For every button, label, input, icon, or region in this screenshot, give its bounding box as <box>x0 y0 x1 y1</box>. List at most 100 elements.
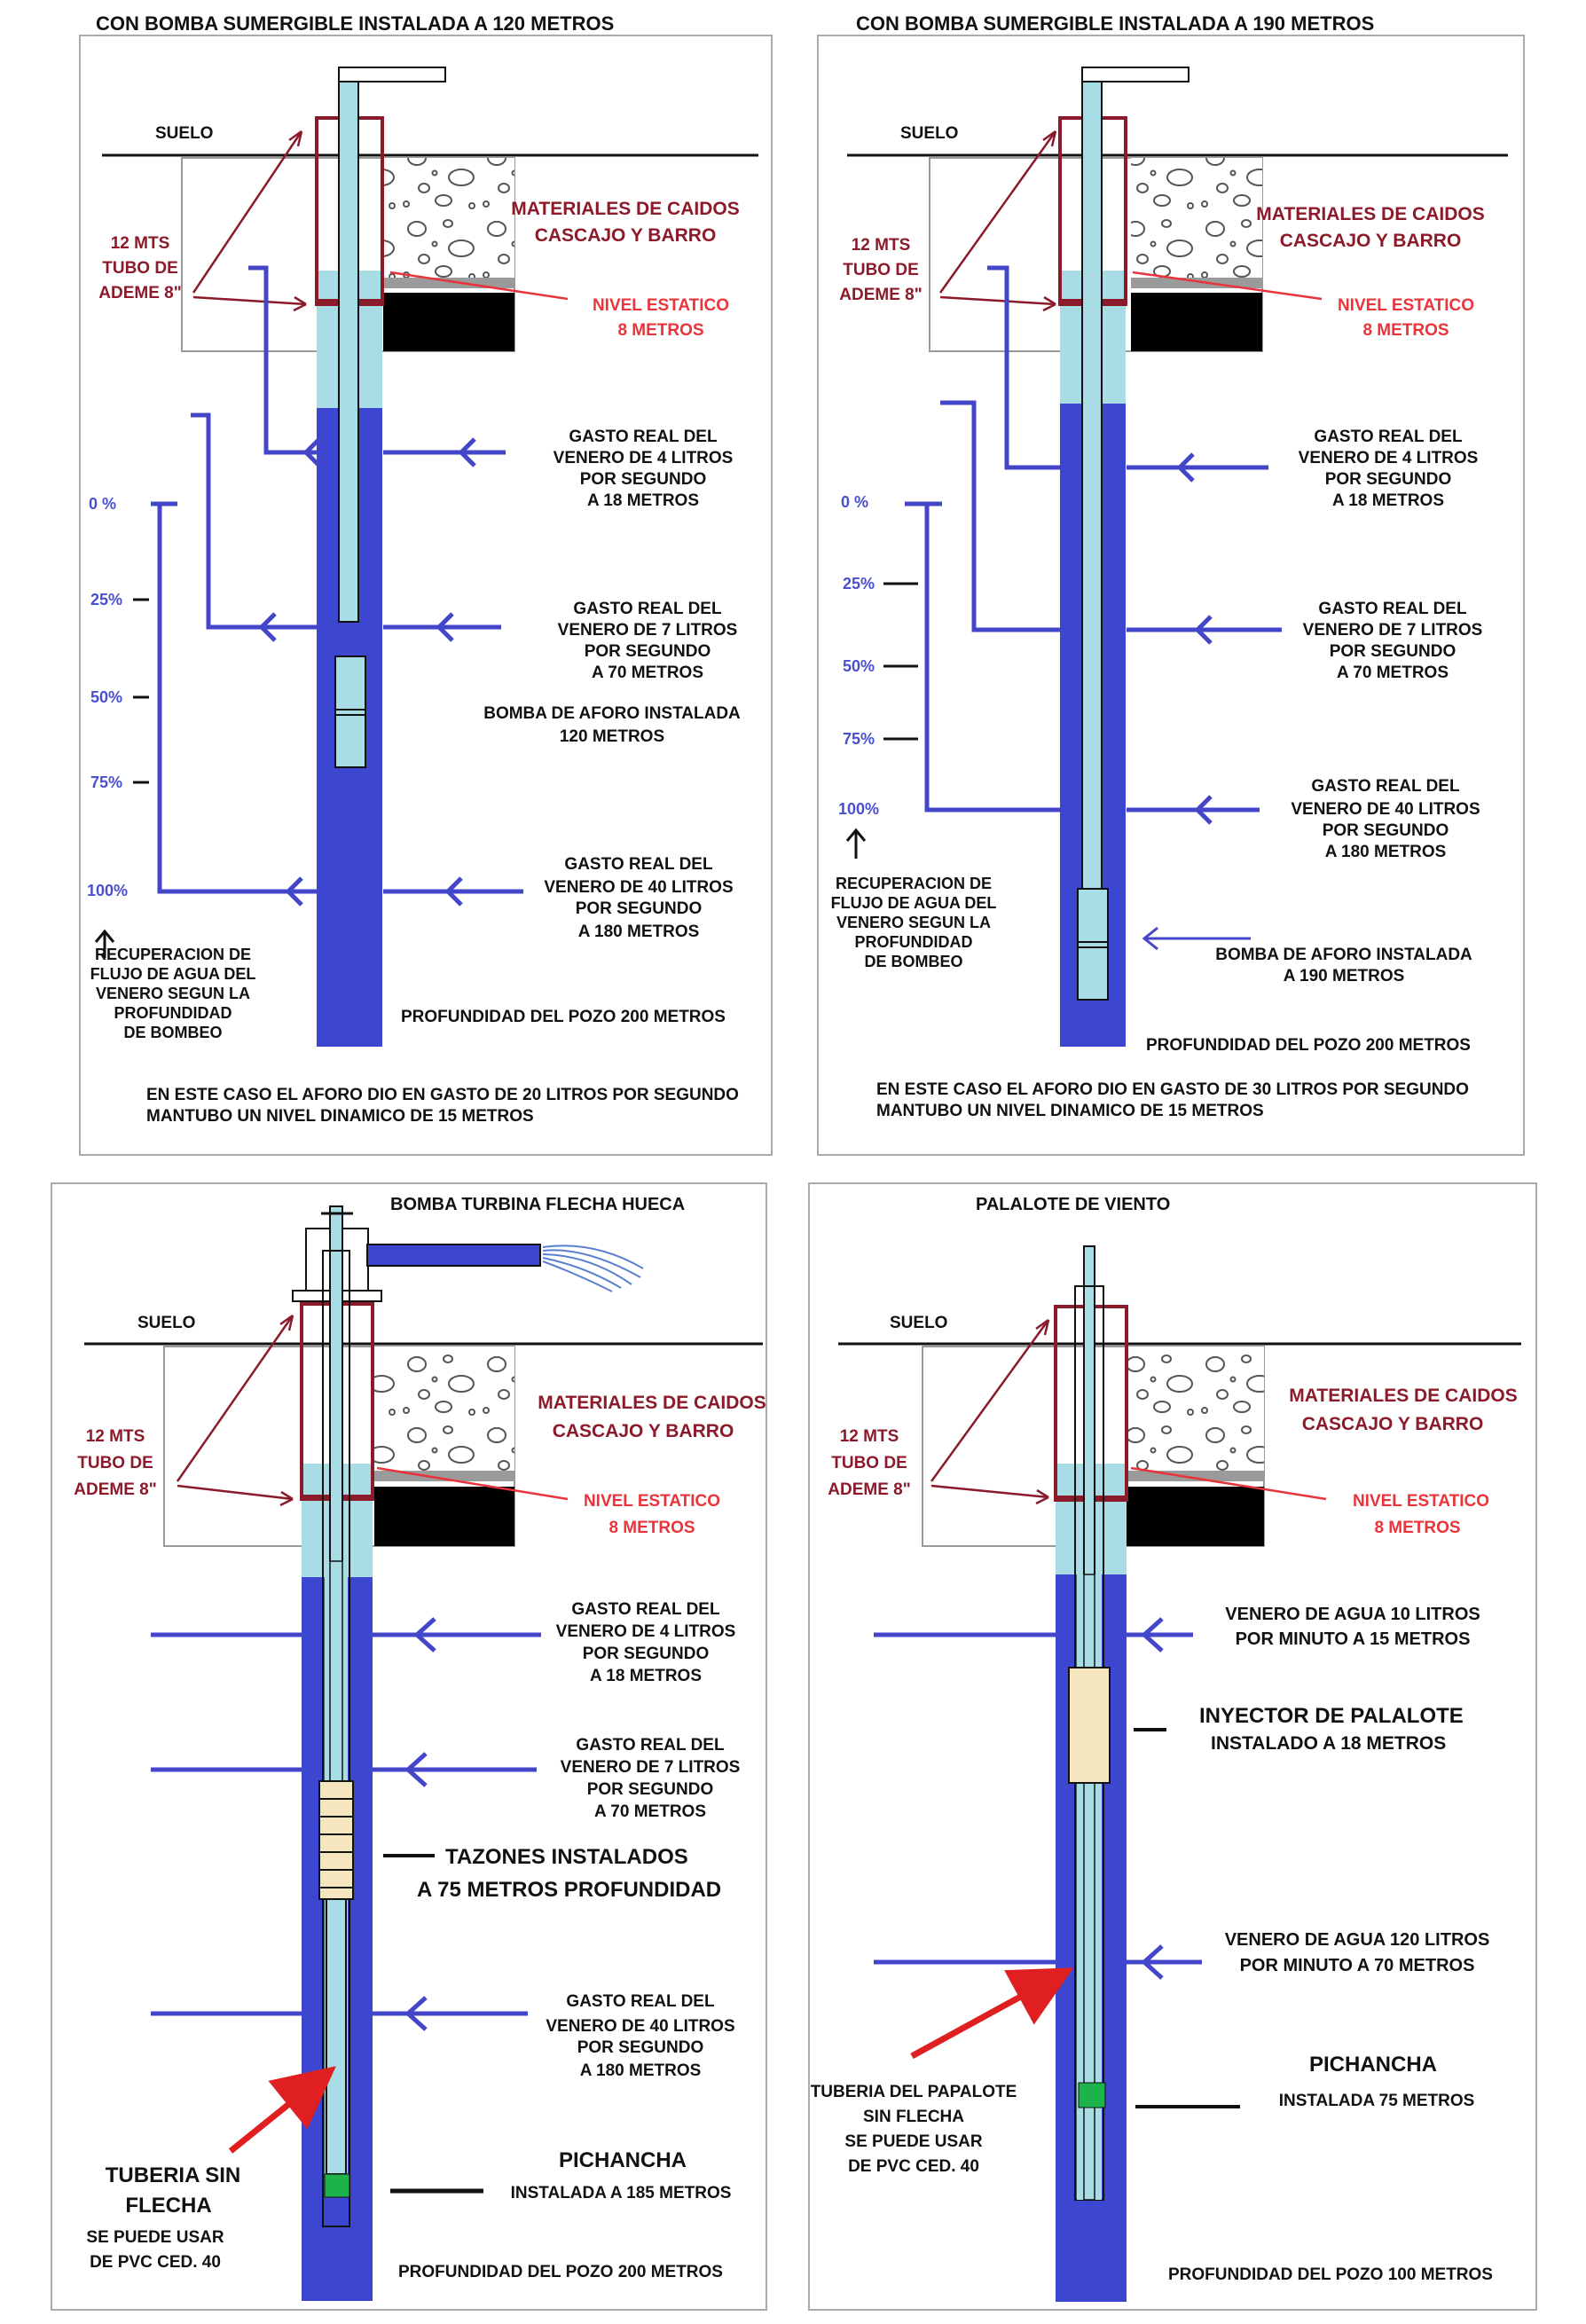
svg-text:INSTALADO A 18 METROS: INSTALADO A 18 METROS <box>1211 1733 1446 1754</box>
pump-icon <box>1077 888 1109 1001</box>
svg-text:POR SEGUNDO: POR SEGUNDO <box>583 1645 710 1663</box>
svg-text:CASCAJO Y BARRO: CASCAJO Y BARRO <box>1280 231 1462 251</box>
svg-text:25%: 25% <box>90 591 122 608</box>
pvc-label: SE PUEDE USAR DE PVC CED. 40 <box>86 2228 224 2272</box>
svg-text:SE PUEDE USAR: SE PUEDE USAR <box>844 2132 982 2151</box>
bowl-icon <box>318 1780 354 1900</box>
svg-text:FLUJO DE AGUA DEL: FLUJO DE AGUA DEL <box>831 894 997 912</box>
svg-text:FLECHA: FLECHA <box>125 2194 211 2218</box>
svg-text:GASTO REAL DEL: GASTO REAL DEL <box>1311 777 1460 796</box>
svg-text:VENERO DE AGUA 10 LITROS: VENERO DE AGUA 10 LITROS <box>1225 1605 1480 1624</box>
rocks-layer <box>383 158 514 278</box>
svg-text:POR SEGUNDO: POR SEGUNDO <box>1330 642 1456 661</box>
svg-text:TUBERIA DEL PAPALOTE: TUBERIA DEL PAPALOTE <box>811 2083 1017 2101</box>
panel-title: CON BOMBA SUMERGIBLE INSTALADA A 190 MET… <box>856 12 1374 35</box>
svg-text:TUBO DE: TUBO DE <box>102 259 178 278</box>
rocks-layer <box>1131 158 1262 278</box>
svg-text:DE BOMBEO: DE BOMBEO <box>864 953 962 970</box>
svg-text:POR MINUTO A 70 METROS: POR MINUTO A 70 METROS <box>1240 1956 1475 1975</box>
flow-label-1: GASTO REAL DEL VENERO DE 4 LITROS POR SE… <box>554 428 734 510</box>
svg-text:CASCAJO Y BARRO: CASCAJO Y BARRO <box>535 225 717 246</box>
static-level-pointer <box>389 271 569 301</box>
svg-text:MATERIALES DE CAIDOS: MATERIALES DE CAIDOS <box>538 1393 766 1413</box>
rocks-layer <box>374 1347 514 1471</box>
svg-text:POR SEGUNDO: POR SEGUNDO <box>585 642 711 661</box>
discharge-outlet <box>338 67 446 82</box>
svg-text:8 METROS: 8 METROS <box>1374 1519 1460 1537</box>
foot-valve-icon <box>324 2173 350 2198</box>
svg-text:A 180 METROS: A 180 METROS <box>578 923 700 941</box>
svg-text:POR SEGUNDO: POR SEGUNDO <box>587 1780 714 1799</box>
flow-label-3: GASTO REAL DEL VENERO DE 40 LITROS POR S… <box>546 1992 734 2080</box>
discharge-pipe <box>1081 67 1103 893</box>
column-pipe <box>322 1250 350 2227</box>
foot-valve-label: PICHANCHA INSTALADA 75 METROS <box>1279 2053 1475 2110</box>
svg-text:12 MTS: 12 MTS <box>86 1427 145 1446</box>
svg-text:DE BOMBEO: DE BOMBEO <box>123 1024 222 1041</box>
static-level-label: NIVEL ESTATICO 8 METROS <box>1353 1492 1489 1537</box>
svg-text:BOMBA DE AFORO INSTALADA: BOMBA DE AFORO INSTALADA <box>483 704 741 723</box>
svg-text:EN ESTE CASO EL AFORO DIO EN G: EN ESTE CASO EL AFORO DIO EN GASTO DE 20… <box>146 1086 739 1104</box>
svg-text:0 %: 0 % <box>89 495 116 513</box>
svg-text:VENERO DE 7 LITROS: VENERO DE 7 LITROS <box>561 1758 741 1777</box>
svg-text:8 METROS: 8 METROS <box>1362 321 1449 340</box>
discharge-outlet <box>1081 67 1190 82</box>
svg-text:VENERO DE 4 LITROS: VENERO DE 4 LITROS <box>1299 449 1479 467</box>
static-level-pointer <box>376 1466 569 1501</box>
depth-label: PROFUNDIDAD DEL POZO 200 METROS <box>398 2263 723 2281</box>
suelo-label: SUELO <box>137 1314 195 1332</box>
panel-2: CON BOMBA SUMERGIBLE INSTALADA A 190 MET… <box>817 12 1525 1156</box>
svg-text:GASTO REAL DEL: GASTO REAL DEL <box>571 1600 720 1619</box>
svg-text:POR SEGUNDO: POR SEGUNDO <box>1325 470 1452 489</box>
svg-text:GASTO REAL DEL: GASTO REAL DEL <box>573 600 722 618</box>
foot-valve-icon <box>1078 2082 1106 2108</box>
svg-text:NIVEL ESTATICO: NIVEL ESTATICO <box>1338 296 1474 315</box>
svg-text:100%: 100% <box>838 800 879 818</box>
svg-text:75%: 75% <box>90 773 122 791</box>
flow-label-2: VENERO DE AGUA 120 LITROS POR MINUTO A 7… <box>1225 1930 1490 1975</box>
svg-text:VENERO DE 4 LITROS: VENERO DE 4 LITROS <box>556 1622 736 1641</box>
pipe-icon <box>366 1244 541 1267</box>
flow-label-2: GASTO REAL DEL VENERO DE 7 LITROS POR SE… <box>1303 600 1483 682</box>
svg-text:INYECTOR DE PALALOTE: INYECTOR DE PALALOTE <box>1199 1704 1464 1728</box>
svg-text:BOMBA DE AFORO INSTALADA: BOMBA DE AFORO INSTALADA <box>1215 946 1472 964</box>
materials-label: MATERIALES DE CAIDOS CASCAJO Y BARRO <box>1289 1386 1517 1434</box>
depth-label: PROFUNDIDAD DEL POZO 200 METROS <box>1146 1036 1471 1055</box>
svg-text:ADEME 8": ADEME 8" <box>828 1480 910 1499</box>
svg-text:SE PUEDE USAR: SE PUEDE USAR <box>86 2228 224 2247</box>
svg-text:VENERO DE 7 LITROS: VENERO DE 7 LITROS <box>1303 621 1483 640</box>
flow-label-1: VENERO DE AGUA 10 LITROS POR MINUTO A 15… <box>1225 1605 1480 1649</box>
panel-frame <box>808 1182 1537 2311</box>
panel-4: PALALOTE DE VIENTO SUELO 12 MTS TUBO DE … <box>808 1182 1537 2311</box>
svg-text:DE PVC CED. 40: DE PVC CED. 40 <box>90 2253 221 2272</box>
flow-label-3: GASTO REAL DEL VENERO DE 40 LITROS POR S… <box>544 855 733 941</box>
recovery-scale: 0 % 25% 50% 75% 100% <box>87 495 149 899</box>
svg-text:NIVEL ESTATICO: NIVEL ESTATICO <box>1353 1492 1489 1511</box>
svg-text:100%: 100% <box>87 882 128 899</box>
panel-frame <box>817 35 1525 1156</box>
flow-arrows <box>151 1617 541 2031</box>
materials-label: MATERIALES DE CAIDOS CASCAJO Y BARRO <box>538 1393 766 1441</box>
svg-text:PICHANCHA: PICHANCHA <box>559 2148 687 2172</box>
rocks-layer <box>1127 1347 1264 1471</box>
svg-text:25%: 25% <box>843 575 875 593</box>
svg-text:VENERO DE 4 LITROS: VENERO DE 4 LITROS <box>554 449 734 467</box>
suelo-label: SUELO <box>155 124 213 143</box>
svg-text:POR MINUTO A 15 METROS: POR MINUTO A 15 METROS <box>1236 1629 1471 1649</box>
svg-text:MANTUBO UN NIVEL DINAMICO DE 1: MANTUBO UN NIVEL DINAMICO DE 15 METROS <box>146 1107 534 1126</box>
svg-text:POR SEGUNDO: POR SEGUNDO <box>577 2038 704 2057</box>
panel-frame <box>79 35 773 1156</box>
flow-label-1: GASTO REAL DEL VENERO DE 4 LITROS POR SE… <box>556 1600 736 1685</box>
discharge-pipe <box>338 67 359 623</box>
casing-label: 12 MTS TUBO DE ADEME 8" <box>828 1427 910 1499</box>
pump-icon <box>334 656 366 768</box>
svg-text:PICHANCHA: PICHANCHA <box>1309 2053 1437 2077</box>
svg-text:VENERO DE AGUA 120 LITROS: VENERO DE AGUA 120 LITROS <box>1225 1930 1490 1950</box>
svg-text:TUBO DE: TUBO DE <box>77 1454 153 1472</box>
svg-text:NIVEL ESTATICO: NIVEL ESTATICO <box>584 1492 720 1511</box>
panel-1: CON BOMBA SUMERGIBLE INSTALADA A 120 MET… <box>79 12 773 1156</box>
svg-text:TUBERIA SIN: TUBERIA SIN <box>106 2163 240 2187</box>
clay-layer <box>1127 1487 1264 1546</box>
svg-text:8 METROS: 8 METROS <box>617 321 703 340</box>
